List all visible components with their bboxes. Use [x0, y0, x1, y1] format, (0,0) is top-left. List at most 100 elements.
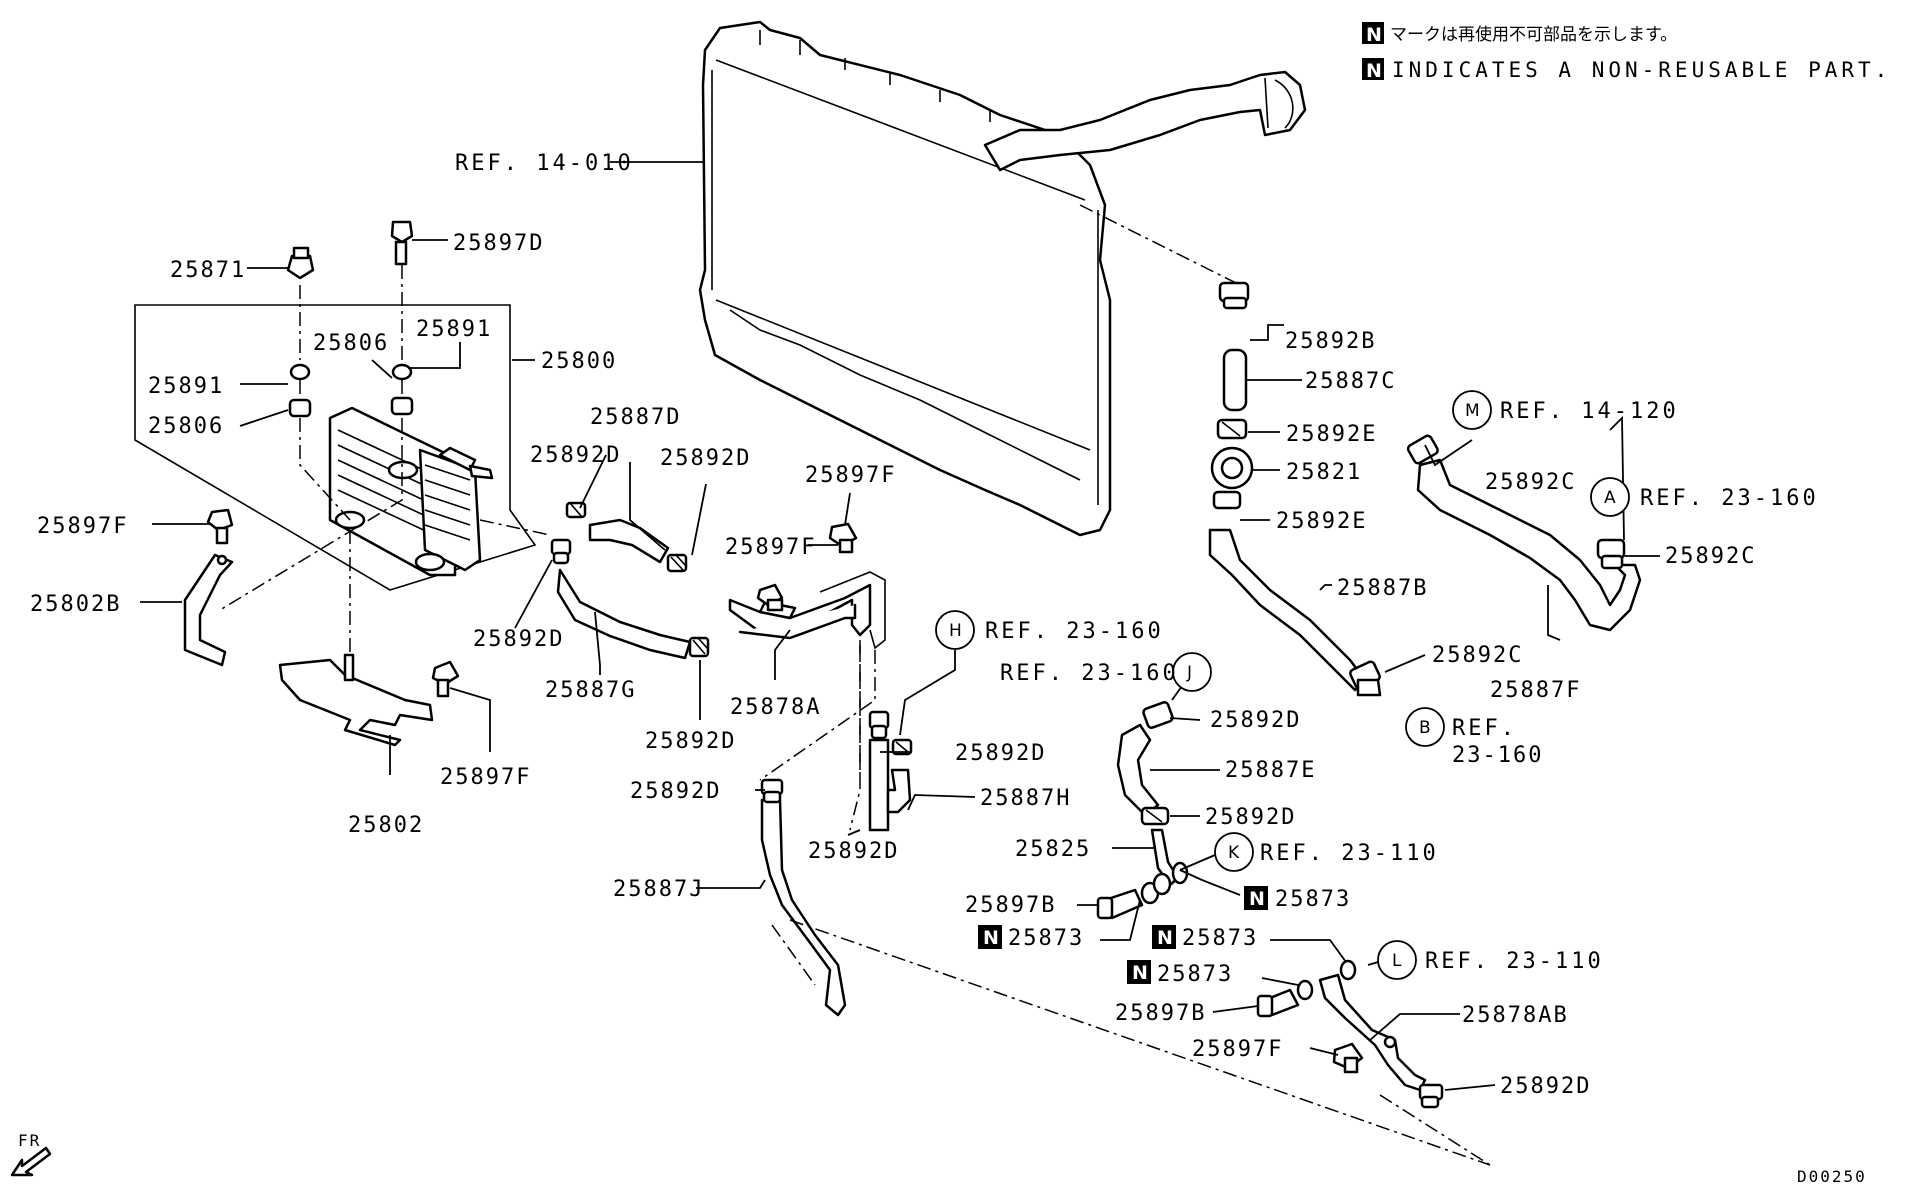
hose-25887h — [868, 738, 912, 832]
label-ref-j: REF. 23-160 — [1000, 661, 1179, 686]
n-badge-1: N — [1244, 886, 1268, 910]
hose-25887d — [588, 518, 670, 564]
svg-text:N: N — [1249, 888, 1265, 910]
hose-25887g — [556, 568, 692, 660]
clamp-25892d-h — [1142, 701, 1174, 729]
ref-circle-h: H — [935, 610, 975, 650]
label-25878ab: 25878AB — [1462, 1003, 1569, 1028]
label-25887g: 25887G — [545, 678, 636, 703]
label-25887h: 25887H — [980, 786, 1071, 811]
label-25892d-h: 25892D — [1210, 708, 1301, 733]
label-25887e: 25887E — [1225, 758, 1316, 783]
bolt-25897d — [390, 220, 414, 266]
label-25873-a: 25873 — [1275, 887, 1351, 912]
label-25800: 25800 — [541, 349, 617, 374]
bolt-25897f-b — [431, 660, 460, 698]
label-25897f-a: 25897F — [37, 514, 128, 539]
clamp-25892d-b — [666, 553, 688, 573]
svg-text:A: A — [1604, 488, 1616, 508]
bracket-25802 — [278, 653, 434, 747]
svg-text:J: J — [1186, 663, 1192, 683]
label-ref-l: REF. 23-110 — [1425, 949, 1604, 974]
svg-text:B: B — [1419, 718, 1431, 738]
note-badge-jp: N — [1366, 24, 1382, 46]
label-25892c-b: 25892C — [1485, 470, 1576, 495]
label-25873-b: 25873 — [1008, 926, 1084, 951]
svg-text:K: K — [1228, 843, 1240, 863]
label-ref-b-2: 23-160 — [1452, 743, 1543, 768]
label-25887f: 25887F — [1490, 678, 1581, 703]
note-text-en: INDICATES A NON-REUSABLE PART. — [1392, 58, 1891, 82]
svg-text:M: M — [1465, 401, 1480, 421]
oil-cooler-assembly — [134, 304, 537, 591]
label-25892c-c: 25892C — [1665, 544, 1756, 569]
non-reusable-note: N マークは再使用不可部品を示します。 N INDICATES A NON-RE… — [1362, 22, 1891, 82]
bolt-25897b-b — [1256, 988, 1300, 1018]
label-ref-m: REF. 14-120 — [1500, 399, 1679, 424]
label-ref-h: REF. 23-160 — [985, 619, 1164, 644]
label-25887b: 25887B — [1337, 576, 1428, 601]
drawing-id: D00250 — [1797, 1167, 1867, 1186]
bolt-25897f-e — [1332, 1042, 1364, 1074]
clamp-25892d-j — [1418, 1083, 1444, 1109]
ref-circle-b: B — [1405, 707, 1445, 747]
front-marker-label: FR — [18, 1131, 41, 1150]
clamp-25892e-b — [1212, 490, 1242, 510]
hose-25887f — [1416, 458, 1642, 632]
label-25897b-b: 25897B — [1115, 1001, 1206, 1026]
ref-circle-a: A — [1590, 477, 1630, 517]
label-25878a: 25878A — [730, 695, 821, 720]
clamp-25892c-b — [1406, 434, 1439, 465]
svg-text:N: N — [983, 927, 999, 949]
bolt-25897f-c — [828, 522, 858, 554]
ref-circle-k: K — [1214, 832, 1254, 872]
clamp-25892d-i — [1140, 806, 1170, 826]
label-25897b-a: 25897B — [965, 893, 1056, 918]
ref-circle-m: M — [1452, 390, 1492, 430]
label-25892e-b: 25892E — [1276, 509, 1367, 534]
svg-text:H: H — [949, 621, 962, 641]
bolt-25897b-a — [1096, 888, 1144, 920]
clamp-25892d-e — [868, 710, 890, 740]
clamp-25892d-g — [760, 778, 784, 804]
label-25873-d: 25873 — [1157, 962, 1233, 987]
bushing-25806-b — [390, 396, 414, 416]
leader-lines — [140, 239, 1660, 1091]
n-badge-3: N — [1152, 925, 1176, 949]
label-25892d-b: 25892D — [660, 446, 751, 471]
pipe-25878ab — [1318, 973, 1427, 1092]
label-25891-b: 25891 — [148, 374, 224, 399]
washer-25891-a — [289, 363, 311, 381]
n-badge-4: N — [1127, 960, 1151, 984]
label-25806-b: 25806 — [148, 414, 224, 439]
label-ref-a: REF. 23-160 — [1640, 486, 1819, 511]
bolt-25897f-d — [756, 583, 784, 612]
label-25891-a: 25891 — [416, 317, 492, 342]
pipe-25878a — [728, 571, 886, 650]
label-25897d: 25897D — [453, 231, 544, 256]
label-25802b: 25802B — [30, 592, 121, 617]
hose-25887c — [1222, 348, 1248, 412]
washer-25873-c — [1339, 959, 1357, 981]
label-25892d-c: 25892D — [473, 627, 564, 652]
label-25892d-g: 25892D — [808, 839, 899, 864]
label-25825: 25825 — [1015, 837, 1091, 862]
label-25887j: 25887J — [613, 877, 704, 902]
label-25892d-a: 25892D — [530, 443, 621, 468]
front-marker: FR — [10, 1131, 52, 1177]
label-25892d-j: 25892D — [1500, 1074, 1591, 1099]
bolt-25897f-a — [206, 508, 234, 545]
upper-radiator-hose — [983, 70, 1307, 172]
label-25892d-d: 25892D — [645, 729, 736, 754]
label-25887d: 25887D — [590, 405, 681, 430]
radiator — [698, 20, 1112, 537]
hose-25887b — [1208, 528, 1367, 692]
bolt-25871 — [286, 246, 315, 280]
washer-25891-b — [391, 363, 413, 381]
label-25806-a: 25806 — [313, 331, 389, 356]
clamp-25892d-c — [550, 538, 572, 565]
label-ref-14-010: REF. 14-010 — [455, 151, 634, 176]
label-25892c-a: 25892C — [1432, 643, 1523, 668]
part-labels: 25897D 25871 25891 25806 25800 25891 258… — [30, 231, 1819, 1099]
